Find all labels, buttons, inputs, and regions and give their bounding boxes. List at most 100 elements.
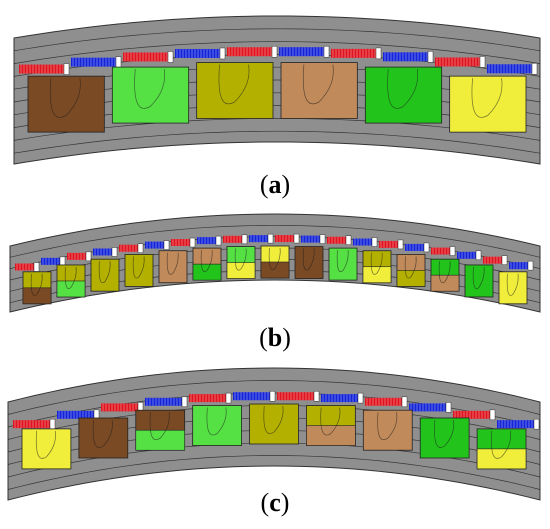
slot-flux-line xyxy=(30,273,43,296)
magnet-gap xyxy=(59,256,66,267)
slot-flux-line xyxy=(434,419,455,448)
magnet-north xyxy=(365,397,403,406)
magnet-gap xyxy=(475,250,482,261)
slot-flux-line xyxy=(320,407,341,436)
magnet-gap xyxy=(323,45,330,58)
slot-winding xyxy=(498,271,528,305)
slot-flux-line xyxy=(64,266,77,289)
magnet-gap xyxy=(397,239,404,250)
magnet-gap xyxy=(375,47,382,60)
slot-flux-line xyxy=(336,250,349,272)
magnet-south xyxy=(321,394,359,403)
magnet-south xyxy=(197,237,217,245)
slot-winding xyxy=(280,62,358,119)
slot-flux-line xyxy=(377,412,398,440)
slot-flux-line xyxy=(49,78,81,118)
slots-a xyxy=(27,62,527,133)
magnet-gap xyxy=(181,396,188,408)
slot-flux-line xyxy=(200,250,213,272)
slot-flux-line xyxy=(35,430,56,459)
magnet-south xyxy=(145,241,165,249)
slot-winding-lower xyxy=(260,261,290,279)
magnet-north xyxy=(13,420,51,429)
slot-winding-lower xyxy=(135,429,185,451)
magnet-gap xyxy=(189,237,196,248)
magnet-gap xyxy=(111,247,118,257)
caption-b: (b) xyxy=(259,323,291,352)
magnet-gap xyxy=(533,418,540,430)
slot-flux-line xyxy=(387,69,419,109)
slot-flux-line xyxy=(302,248,315,271)
slot-winding xyxy=(449,75,527,133)
slot-flux-line xyxy=(166,252,179,275)
magnet-gap xyxy=(269,390,276,402)
magnet-gap xyxy=(49,418,56,430)
flux-line xyxy=(13,28,541,52)
slot-flux-line xyxy=(263,405,284,434)
slot-winding xyxy=(328,247,358,281)
slot-flux-line xyxy=(491,430,511,459)
flux-line xyxy=(13,130,541,154)
magnet-north xyxy=(67,252,87,260)
slot-winding xyxy=(124,254,154,287)
slot-flux-line xyxy=(472,266,485,289)
magnet-north xyxy=(171,239,191,247)
magnet-gap xyxy=(167,51,174,63)
flux-line xyxy=(13,41,541,64)
slot-flux-line xyxy=(134,69,166,109)
magnet-gap xyxy=(215,235,222,246)
magnet-gap xyxy=(163,240,170,250)
slot-winding xyxy=(294,246,324,279)
magnet-south xyxy=(457,251,477,259)
slot-flux-line xyxy=(506,273,519,296)
slot-winding xyxy=(196,62,274,119)
magnet-north xyxy=(189,394,227,403)
slot-flux-line xyxy=(268,247,281,270)
magnet-gap xyxy=(241,234,248,245)
slot-flux-line xyxy=(206,407,227,436)
magnet-south xyxy=(509,262,529,270)
magnet-gap xyxy=(489,409,496,421)
slots-b xyxy=(22,245,528,305)
magnet-strip-b xyxy=(15,233,534,272)
slot-winding xyxy=(78,417,129,459)
magnet-gap xyxy=(313,390,320,402)
magnet-gap xyxy=(319,234,326,244)
panel-c xyxy=(7,367,541,501)
magnet-gap xyxy=(219,47,226,60)
slot-winding-lower xyxy=(192,263,222,281)
magnet-strip-a xyxy=(19,45,538,75)
slot-winding-lower xyxy=(306,425,356,446)
slot-winding xyxy=(364,66,443,124)
magnet-north xyxy=(277,392,315,401)
magnet-strip-c xyxy=(13,390,540,430)
slot-flux-line xyxy=(98,261,111,284)
slots-c xyxy=(21,403,527,470)
slot-winding xyxy=(419,417,470,459)
slot-winding xyxy=(362,409,413,451)
magnet-south xyxy=(405,243,425,251)
magnet-south xyxy=(145,397,183,406)
magnet-north xyxy=(453,410,491,419)
magnet-north xyxy=(15,263,35,271)
flux-line xyxy=(7,455,541,490)
magnet-gap xyxy=(137,243,144,253)
slot-winding xyxy=(464,264,494,298)
slot-flux-line xyxy=(92,419,113,448)
slot-winding xyxy=(27,75,105,133)
magnet-south xyxy=(409,403,447,412)
magnet-gap xyxy=(357,392,364,404)
magnet-gap xyxy=(33,262,40,272)
magnet-south xyxy=(301,235,321,243)
flux-line xyxy=(7,380,541,415)
slot-winding xyxy=(249,403,299,445)
panel-a xyxy=(13,15,541,165)
slot-winding xyxy=(158,250,188,284)
magnet-north xyxy=(119,244,139,252)
slot-winding-lower xyxy=(396,270,426,287)
slot-winding xyxy=(21,428,72,470)
magnet-north xyxy=(223,235,243,243)
magnet-gap xyxy=(423,242,430,253)
magnet-gap xyxy=(501,255,508,265)
magnet-gap xyxy=(267,233,274,244)
